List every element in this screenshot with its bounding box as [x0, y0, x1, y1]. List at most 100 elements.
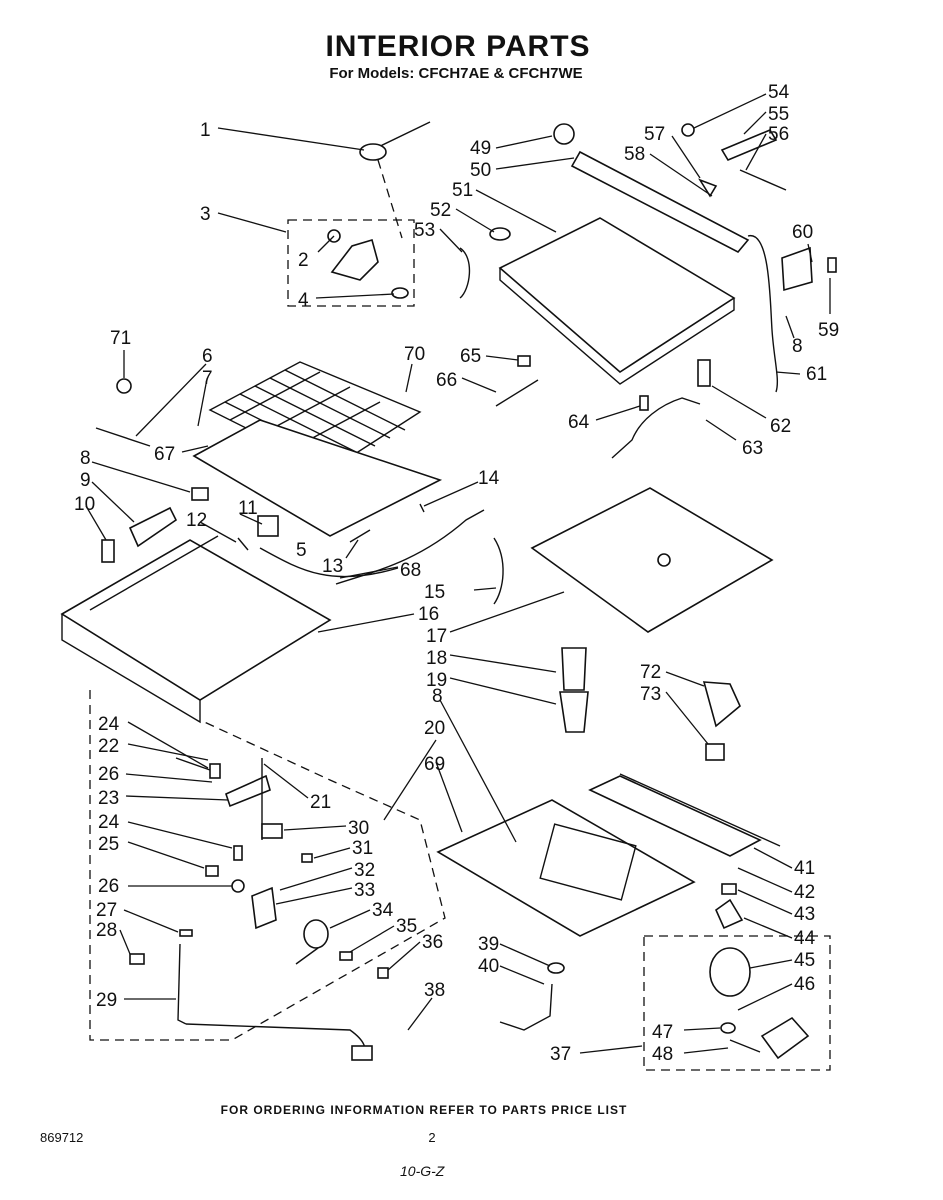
part-6-rod	[95, 427, 151, 447]
callout-10: 10	[74, 494, 95, 515]
callout-73: 73	[640, 684, 661, 705]
part-29-wiring	[177, 943, 187, 1025]
callout-56: 56	[768, 124, 789, 145]
part-72-valve	[702, 681, 741, 728]
part-28-screw	[129, 953, 145, 965]
callout-17: 17	[426, 626, 447, 647]
callout-60: 60	[792, 222, 813, 243]
part-71-clip	[116, 378, 132, 394]
group-20-box	[89, 690, 446, 1041]
callout-2: 2	[298, 250, 309, 271]
callout-70: 70	[404, 344, 425, 365]
part-73-plug	[705, 743, 725, 761]
callout-4: 4	[298, 290, 309, 311]
callout-7: 7	[202, 368, 213, 389]
callout-32: 32	[354, 860, 375, 881]
part-34-leads	[295, 947, 319, 965]
callout-44: 44	[794, 928, 816, 949]
part-66-bar	[495, 379, 539, 407]
callout-22: 22	[98, 736, 119, 757]
callout-52: 52	[430, 200, 451, 221]
callout-3: 3	[200, 204, 211, 225]
callout-51: 51	[452, 180, 473, 201]
part-24-spring	[209, 763, 221, 779]
part-50-tube	[553, 123, 750, 254]
callout-16: 16	[418, 604, 439, 625]
callout-68: 68	[400, 560, 421, 581]
part-67-tray	[192, 419, 443, 537]
part-14-cord	[335, 503, 485, 585]
part-63-harness	[611, 397, 701, 459]
part-26-washer	[231, 879, 245, 893]
callout-54: 54	[768, 82, 790, 103]
callout-36: 36	[422, 932, 443, 953]
callout-13: 13	[322, 556, 343, 577]
part-59-clip	[827, 257, 837, 273]
part-44-bracket	[715, 898, 744, 930]
part-40-hose	[499, 983, 553, 1031]
callout-35: 35	[396, 916, 417, 937]
callout-20: 20	[424, 718, 445, 739]
part-53-clip	[459, 247, 471, 299]
callout-50: 50	[470, 160, 491, 181]
part-51-shelf	[498, 217, 736, 385]
callout-25: 25	[98, 834, 119, 855]
callout-18: 18	[426, 648, 447, 669]
part-52-plug	[489, 227, 511, 241]
part-15-clip	[493, 537, 504, 605]
callout-1: 1	[200, 120, 211, 141]
callout-64: 64	[568, 412, 590, 433]
callout-65: 65	[460, 346, 481, 367]
callout-48: 48	[652, 1044, 673, 1065]
part-12-pin	[237, 537, 249, 551]
callout-31: 31	[352, 838, 373, 859]
part-64-screw	[639, 395, 649, 411]
callout-58: 58	[624, 144, 645, 165]
part-22-rod	[175, 757, 211, 771]
page-title: INTERIOR PARTS	[325, 30, 590, 63]
part-19-fitting	[559, 691, 589, 733]
part-41-strip	[588, 775, 762, 857]
callout-40: 40	[478, 956, 499, 977]
models-subtitle: For Models: CFCH7AE & CFCH7WE	[329, 65, 582, 82]
part-42-strip	[619, 773, 781, 847]
part-27-clip	[179, 929, 193, 937]
callout-55: 55	[768, 104, 789, 125]
callout-26b: 26	[98, 876, 119, 897]
handwritten-note: 10-G-Z	[400, 1163, 445, 1179]
callout-42: 42	[794, 882, 815, 903]
callout-27: 27	[96, 900, 117, 921]
callout-19: 19	[426, 670, 447, 691]
part-62-fitting	[697, 359, 711, 387]
part-17-pan	[530, 487, 774, 633]
part-33-switch	[251, 886, 277, 930]
leader-lines	[85, 93, 831, 1054]
callout-26a: 26	[98, 764, 119, 785]
part-13-clip	[349, 529, 371, 543]
callout-9: 9	[80, 470, 91, 491]
part-11-block	[257, 515, 279, 537]
callout-29: 29	[96, 990, 117, 1011]
callout-30: 30	[348, 818, 369, 839]
callout-8a: 8	[80, 448, 91, 469]
callout-45: 45	[794, 950, 815, 971]
callout-63: 63	[742, 438, 763, 459]
part-9-bracket	[128, 506, 178, 548]
callout-47: 47	[652, 1022, 673, 1043]
part-60-bracket	[781, 246, 813, 292]
part-38-harness	[185, 1023, 366, 1061]
part-18-cap	[561, 647, 587, 691]
part-68-cable	[259, 547, 399, 578]
callout-5: 5	[296, 540, 307, 561]
callout-33: 33	[354, 880, 375, 901]
callout-46: 46	[794, 974, 815, 995]
part-8-screw	[191, 487, 209, 501]
part-37-housing	[760, 1016, 810, 1060]
callout-numbers: 1 2 3 4 5 6 7 8 8 8 9 10 11 12 13 14 15 …	[74, 82, 839, 1065]
callout-72: 72	[640, 662, 661, 683]
callout-23: 23	[98, 788, 119, 809]
callout-38: 38	[424, 980, 445, 1001]
part-1-knob-shaft	[359, 121, 431, 161]
callout-39: 39	[478, 934, 499, 955]
